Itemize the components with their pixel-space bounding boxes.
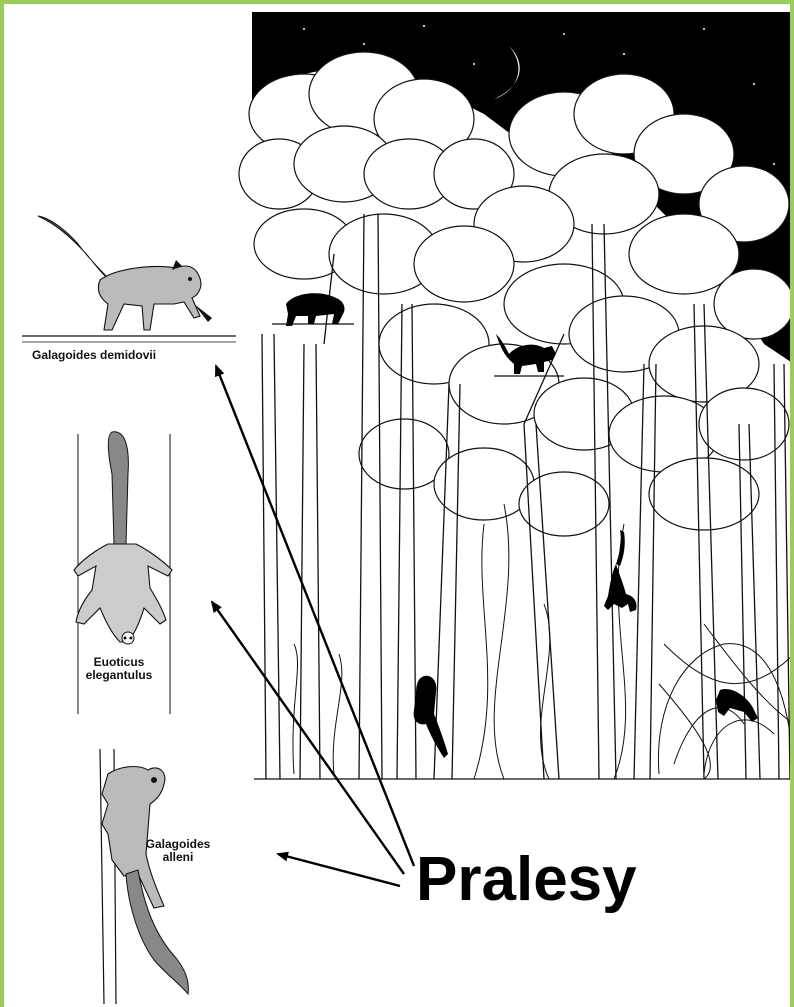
species-label-galagoides-demidovii: Galagoides demidovii — [32, 349, 222, 362]
galagoides-demidovii-drawing — [22, 216, 236, 342]
forest-illustration — [4, 4, 794, 1007]
vines — [474, 504, 794, 779]
arrow-to-alleni — [278, 854, 400, 886]
arrow-to-euoticus — [212, 602, 404, 874]
species-label-galagoides-alleni: Galagoides alleni — [142, 838, 214, 864]
galagoides-alleni-drawing — [100, 749, 188, 1004]
species-label-euoticus-elegantulus: Euoticus elegantulus — [74, 656, 164, 682]
species-epithet-text: alleni — [142, 851, 214, 864]
species-name-text: Galagoides demidovii — [32, 348, 156, 362]
species-epithet-text: elegantulus — [74, 669, 164, 682]
habitat-label: Pralesy — [416, 846, 637, 914]
